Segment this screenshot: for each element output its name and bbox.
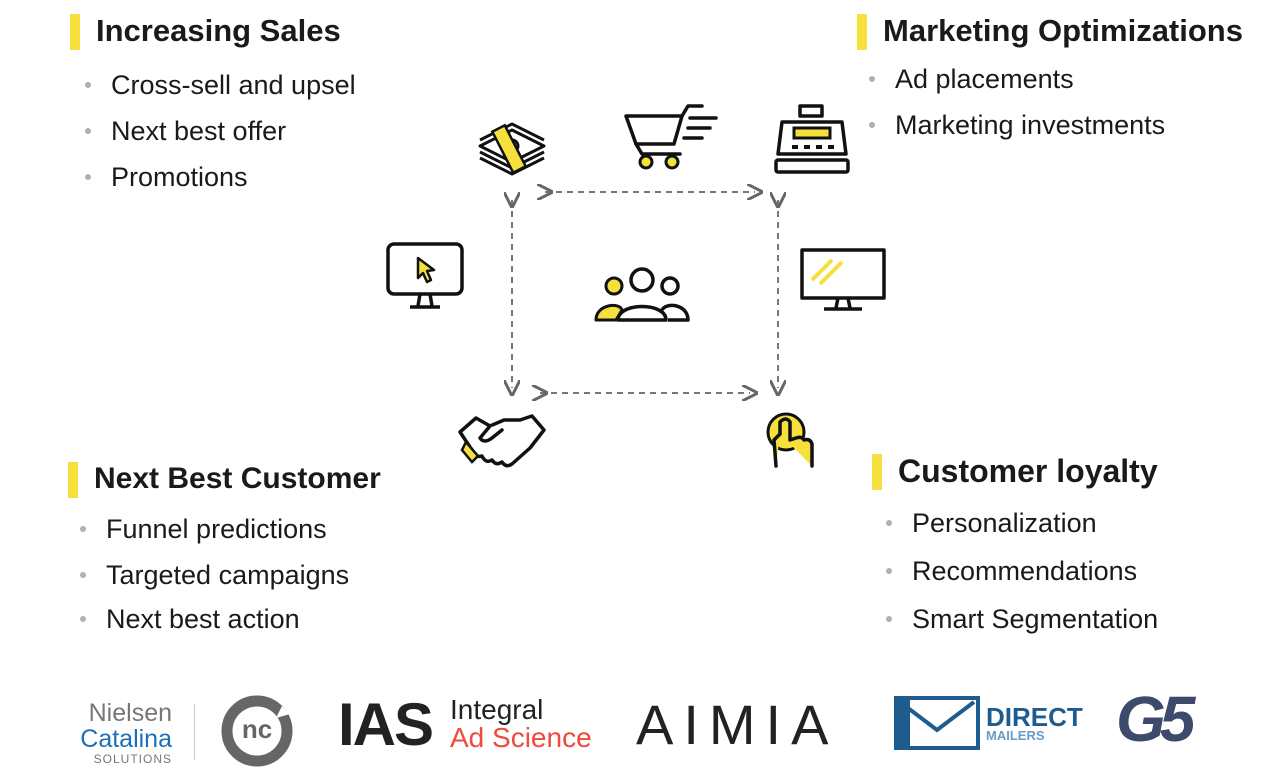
shopping-cart-icon: [624, 104, 718, 170]
list-item: Ad placements: [869, 64, 1243, 94]
list-item: Personalization: [885, 508, 1158, 538]
customer-loyalty-section: Customer loyalty Personalization Recomme…: [872, 452, 1158, 634]
catalina-text: Catalina: [80, 725, 172, 753]
marketing-optimizations-list: Ad placements Marketing investments: [869, 64, 1243, 140]
list-item: Targeted campaigns: [80, 560, 381, 590]
nc-logo: nc: [220, 694, 294, 768]
nielsen-text: Nielsen: [88, 699, 172, 727]
customer-loyalty-list: Personalization Recommendations Smart Se…: [885, 508, 1159, 634]
g5-logo: G5: [1116, 683, 1195, 755]
next-best-customer-section: Next Best Customer Funnel predictions Ta…: [68, 460, 381, 634]
nielsen-catalina-logo: Nielsen Catalina SOLUTIONS: [62, 700, 172, 766]
money-stack-icon: [478, 122, 546, 176]
list-item: Next best offer: [85, 116, 356, 146]
solutions-text: SOLUTIONS: [93, 752, 172, 766]
list-item: Cross-sell and upsel: [85, 70, 356, 100]
monitor-icon: [800, 248, 886, 311]
dm-mark-icon: [894, 696, 980, 750]
increasing-sales-list: Cross-sell and upsel Next best offer Pro…: [85, 70, 356, 192]
list-item: Marketing investments: [869, 110, 1243, 140]
tap-finger-icon: [766, 412, 814, 468]
nc-ring-icon: [221, 695, 293, 767]
ias-integral-text: Integral: [450, 694, 544, 725]
direct-mailers-logo: DIRECT MAILERS: [894, 696, 1094, 750]
aimia-logo: AIMIA: [636, 693, 839, 756]
marketing-optimizations-section: Marketing Optimizations Ad placements Ma…: [857, 12, 1243, 140]
direct-text: DIRECT: [986, 702, 1083, 732]
nc-text: nc: [241, 714, 273, 744]
list-item: Next best action: [80, 604, 381, 634]
logo-divider: [194, 704, 195, 760]
list-item: Promotions: [85, 162, 356, 192]
next-best-customer-title: Next Best Customer: [68, 460, 381, 498]
mailers-text: MAILERS: [986, 728, 1045, 743]
handshake-icon: [458, 414, 546, 468]
marketing-optimizations-title: Marketing Optimizations: [857, 12, 1243, 50]
ias-logo: IAS Integral Ad Science: [338, 691, 600, 758]
list-item: Smart Segmentation: [885, 604, 1159, 634]
next-best-customer-list: Funnel predictions Targeted campaigns Ne…: [80, 514, 381, 634]
list-item: Funnel predictions: [80, 514, 381, 544]
increasing-sales-section: Increasing Sales Cross-sell and upsel Ne…: [70, 12, 356, 192]
cash-register-icon: [774, 104, 850, 174]
increasing-sales-title: Increasing Sales: [70, 12, 356, 50]
monitor-cursor-icon: [386, 242, 464, 309]
ias-mark: IAS: [338, 691, 434, 758]
people-group-icon: [594, 267, 690, 322]
list-item: Recommendations: [885, 556, 1158, 586]
ias-adscience-text: Ad Science: [450, 722, 592, 753]
customer-loyalty-title: Customer loyalty: [872, 452, 1158, 490]
